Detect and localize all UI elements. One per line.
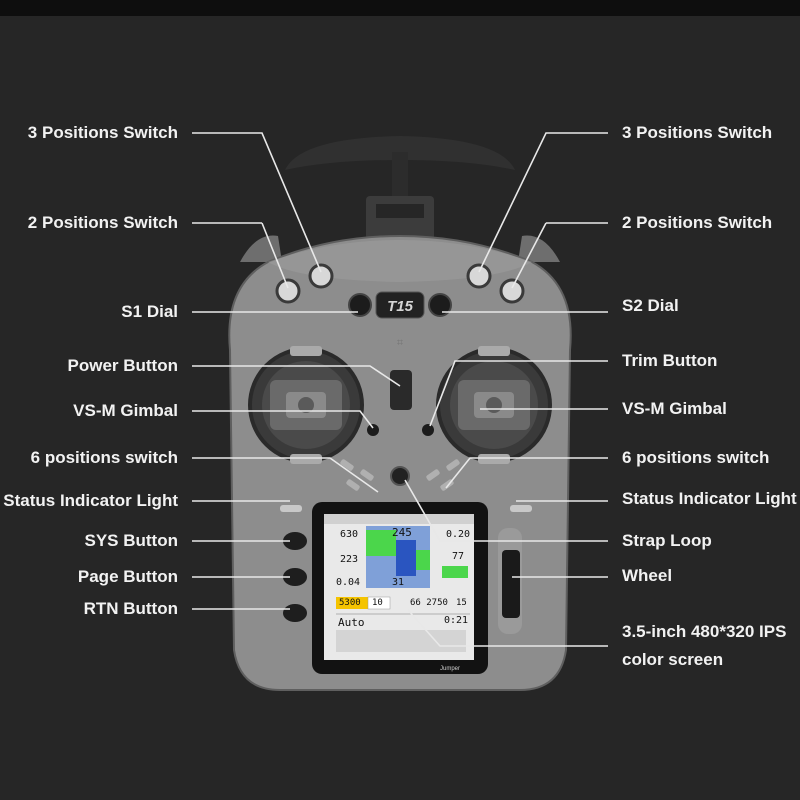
left-3pos-switch xyxy=(308,263,334,289)
right-status-light xyxy=(510,505,532,512)
svg-text:Jumper: Jumper xyxy=(440,666,460,672)
label-s2-dial: S2 Dial xyxy=(622,296,679,315)
wheel xyxy=(502,550,520,618)
label-left-status-light: Status Indicator Light xyxy=(3,491,178,510)
left-6pos-switches xyxy=(340,459,374,491)
label-right-2pos-switch: 2 Positions Switch xyxy=(622,213,773,232)
left-trim-button xyxy=(367,424,379,436)
label-wheel: Wheel xyxy=(622,566,673,585)
label-right-status-light: Status Indicator Light xyxy=(622,489,797,508)
screen-value-1: 630 xyxy=(340,529,359,540)
label-page-button: Page Button xyxy=(77,567,178,586)
screen-value-4: 245 xyxy=(392,526,412,539)
label-s1-dial: S1 Dial xyxy=(121,302,178,321)
left-gimbal xyxy=(248,346,364,464)
screen-value-8: 10 xyxy=(372,598,383,608)
screen-value-2: 223 xyxy=(340,554,359,565)
right-trim-button xyxy=(422,424,434,436)
label-power-button: Power Button xyxy=(67,356,179,375)
label-screen-line2: color screen xyxy=(622,650,724,669)
screen-value-10: 15 xyxy=(456,598,467,608)
power-button xyxy=(390,370,412,410)
label-trim-button: Trim Button xyxy=(622,351,718,370)
label-left-2pos-switch: 2 Positions Switch xyxy=(27,213,178,232)
antenna-handle xyxy=(285,136,515,240)
rtn-button xyxy=(283,604,307,622)
left-2pos-switch xyxy=(275,278,301,304)
model-badge-text: T15 xyxy=(387,298,414,315)
label-left-3pos-switch: 3 Positions Switch xyxy=(27,123,178,142)
label-rtn-button: RTN Button xyxy=(83,599,178,618)
leader-lines xyxy=(192,132,608,647)
s2-dial xyxy=(428,293,452,317)
screen-mode: Auto xyxy=(338,616,365,629)
label-left-6pos-switch: 6 positions switch xyxy=(30,448,178,467)
right-gimbal xyxy=(436,346,552,464)
screen-value-6: 77 xyxy=(452,551,465,562)
top-border xyxy=(0,0,800,16)
page-button xyxy=(283,568,307,586)
label-screen-line1: 3.5-inch 480*320 IPS xyxy=(622,622,787,641)
label-left-gimbal: VS-M Gimbal xyxy=(73,401,178,420)
brand-emboss: ⌗ xyxy=(397,337,403,349)
label-sys-button: SYS Button xyxy=(84,531,179,550)
left-status-light xyxy=(280,505,302,512)
sys-button xyxy=(283,532,307,550)
label-right-6pos-switch: 6 positions switch xyxy=(622,448,770,467)
screen-value-3: 0.04 xyxy=(336,577,361,588)
screen-counter: 5300 xyxy=(339,598,361,608)
right-3pos-switch xyxy=(466,263,492,289)
model-badge xyxy=(375,291,425,319)
label-right-3pos-switch: 3 Positions Switch xyxy=(622,123,773,142)
left-shoulder xyxy=(240,235,282,262)
s1-dial xyxy=(348,293,372,317)
screen-value-11: 0:21 xyxy=(444,615,469,626)
screen-value-7: 31 xyxy=(392,577,405,588)
screen-value-9: 66 2750 xyxy=(410,598,448,608)
label-strap-loop: Strap Loop xyxy=(622,531,712,550)
screen-value-5: 0.20 xyxy=(446,529,471,540)
right-2pos-switch xyxy=(499,278,525,304)
label-right-gimbal: VS-M Gimbal xyxy=(622,399,727,418)
